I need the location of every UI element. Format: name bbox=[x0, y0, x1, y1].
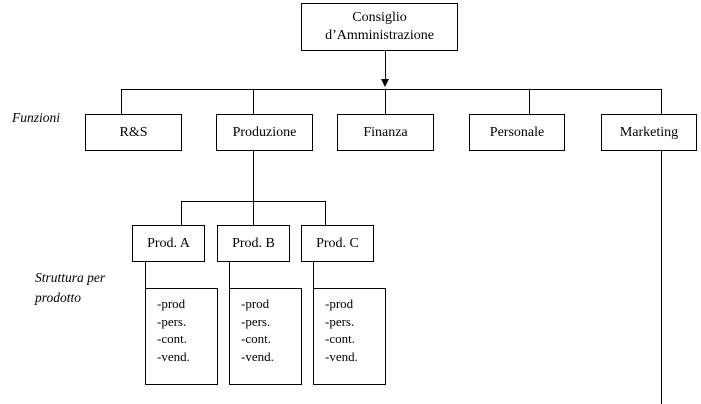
list-item: -vend. bbox=[241, 348, 274, 364]
list-item: -cont. bbox=[325, 331, 355, 346]
product-b-items: -prod -pers. -cont. -vend. bbox=[229, 288, 302, 385]
list-item: -prod bbox=[157, 296, 186, 311]
list-item: -pers. bbox=[241, 313, 271, 329]
list-item: -vend. bbox=[157, 348, 190, 364]
product-a: Prod. A bbox=[132, 225, 205, 262]
connector-b bbox=[229, 262, 230, 288]
drop-prod-c bbox=[325, 201, 326, 225]
product-b: Prod. B bbox=[217, 225, 290, 262]
list-item: -prod bbox=[241, 296, 270, 311]
list-item: -vend. bbox=[325, 348, 358, 364]
product-a-items: -prod -pers. -cont. -vend. bbox=[145, 288, 218, 385]
connector-c bbox=[313, 262, 314, 288]
list-item: -cont. bbox=[157, 331, 187, 346]
functions-label: Funzioni bbox=[12, 110, 61, 125]
marketing-line bbox=[661, 151, 662, 404]
list-item: -pers. bbox=[157, 313, 187, 329]
product-c: Prod. C bbox=[301, 225, 374, 262]
product-structure-label: Struttura per prodotto bbox=[35, 270, 106, 305]
board-box: Consiglio d’Amministrazione bbox=[301, 3, 458, 51]
board-connector bbox=[385, 51, 386, 80]
arrow-head bbox=[381, 79, 389, 87]
function-finanza: Finanza bbox=[337, 114, 434, 151]
function-produzione: Produzione bbox=[216, 114, 313, 151]
list-item: -pers. bbox=[325, 313, 355, 329]
connector-a bbox=[145, 262, 146, 288]
drop-prod-b bbox=[253, 201, 254, 225]
board-line-1: Consiglio bbox=[352, 10, 407, 25]
produzione-connector bbox=[253, 151, 254, 201]
function-personale: Personale bbox=[469, 114, 565, 151]
functions-bus bbox=[121, 89, 662, 90]
drop-produzione bbox=[253, 89, 254, 114]
product-c-items: -prod -pers. -cont. -vend. bbox=[313, 288, 386, 385]
function-marketing: Marketing bbox=[601, 114, 697, 151]
list-item: -cont. bbox=[241, 331, 271, 346]
drop-rs bbox=[121, 89, 122, 114]
board-line-2: d’Amministrazione bbox=[325, 28, 434, 43]
drop-marketing bbox=[661, 89, 662, 114]
drop-personale bbox=[529, 89, 530, 114]
drop-finanza bbox=[385, 89, 386, 114]
drop-prod-a bbox=[181, 201, 182, 225]
function-rs: R&S bbox=[85, 114, 182, 151]
list-item: -prod bbox=[325, 296, 354, 311]
